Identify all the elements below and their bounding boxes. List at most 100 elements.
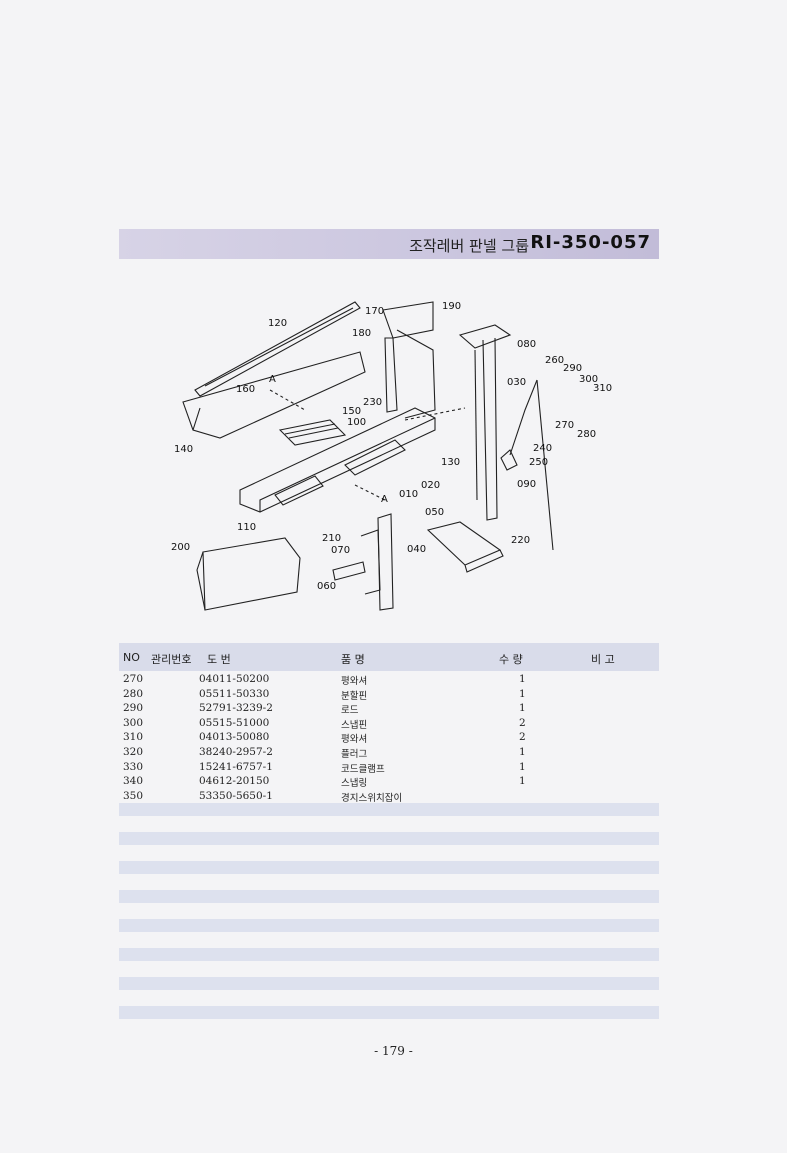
callout-130: 130	[441, 457, 460, 468]
row-drawing-number: 52791-3239-2	[199, 702, 273, 715]
callout-labels: 120 170 190 180 080 260 290 300 310 030 …	[171, 301, 612, 592]
row-no: 280	[123, 687, 144, 700]
callout-040: 040	[407, 544, 426, 555]
row-part-name: 평와셔	[341, 734, 368, 746]
parts-table-header: NO 관리번호 도 번 품 명 수 량 비 고	[119, 643, 659, 671]
row-no: 310	[123, 731, 144, 744]
callout-280: 280	[577, 429, 596, 440]
row-no: 340	[123, 775, 144, 788]
callout-020: 020	[421, 480, 440, 491]
empty-row-stripe	[119, 861, 659, 874]
callout-150: 150	[342, 406, 361, 417]
row-no: 270	[123, 673, 144, 685]
page-number: - 179 -	[374, 1044, 413, 1058]
header-remarks: 비 고	[591, 653, 615, 666]
row-quantity: 1	[519, 702, 526, 715]
row-drawing-number: 05515-51000	[199, 716, 270, 729]
title-bar: 조작레버 판넬 그룹 RI-350-057	[119, 229, 659, 259]
row-drawing-number: 15241-6757-1	[199, 760, 273, 773]
group-title: 조작레버 판넬 그룹	[409, 237, 529, 255]
parts-drawing: 120 170 190 180 080 260 290 300 310 030 …	[171, 301, 612, 611]
empty-row-stripe	[119, 803, 659, 816]
empty-row-stripe	[119, 890, 659, 903]
row-drawing-number: 04013-50080	[199, 731, 270, 744]
table-row: 290 52791-3239-2 로드 1	[119, 702, 659, 717]
callout-010: 010	[399, 489, 418, 500]
callout-240: 240	[533, 443, 552, 454]
callout-170: 170	[365, 306, 384, 317]
group-code: RI-350-057	[530, 232, 651, 253]
callout-260: 260	[545, 355, 564, 366]
row-drawing-number: 38240-2957-2	[199, 745, 273, 758]
callout-120: 120	[268, 318, 287, 329]
callout-190: 190	[442, 301, 461, 312]
callout-300: 300	[579, 374, 598, 385]
callout-270: 270	[555, 420, 574, 431]
row-part-name: 스냅핀	[341, 719, 368, 731]
row-quantity: 2	[519, 716, 526, 729]
row-drawing-number: 53350-5650-1	[199, 789, 273, 802]
callout-080: 080	[517, 339, 536, 350]
header-part-name: 품 명	[341, 653, 365, 666]
row-no: 330	[123, 760, 144, 773]
row-quantity: 1	[519, 687, 526, 700]
exploded-parts-diagram: 120 170 190 180 080 260 290 300 310 030 …	[165, 290, 625, 620]
table-row: 340 04612-20150 스냅링 1	[119, 775, 659, 790]
row-no: 320	[123, 745, 144, 758]
callout-A-upper: A	[269, 374, 276, 385]
row-drawing-number: 04612-20150	[199, 775, 270, 788]
table-row: 330 15241-6757-1 코드클램프 1	[119, 761, 659, 776]
callout-180: 180	[352, 328, 371, 339]
callout-090: 090	[517, 479, 536, 490]
part-outlines	[182, 301, 554, 611]
row-no: 300	[123, 716, 144, 729]
row-no: 350	[123, 789, 144, 802]
header-quantity: 수 량	[499, 653, 523, 666]
empty-row-stripe	[119, 919, 659, 932]
table-row: 300 05515-51000 스냅핀 2	[119, 717, 659, 732]
callout-160: 160	[236, 384, 255, 395]
header-no: NO	[123, 651, 140, 664]
callout-220: 220	[511, 535, 530, 546]
table-row: 280 05511-50330 분할핀 1	[119, 688, 659, 703]
callout-050: 050	[425, 507, 444, 518]
row-quantity: 1	[519, 673, 526, 685]
row-quantity: 1	[519, 775, 526, 788]
callout-100: 100	[347, 417, 366, 428]
row-quantity: 1	[519, 760, 526, 773]
callout-060: 060	[317, 581, 336, 592]
callout-A-lower: A	[381, 494, 388, 505]
row-part-name: 코드클램프	[341, 763, 385, 775]
callout-110: 110	[237, 522, 256, 533]
empty-row-stripe	[119, 1006, 659, 1019]
row-part-name: 플러그	[341, 748, 368, 760]
header-drawing-number: 도 번	[207, 653, 231, 666]
row-part-name: 평와셔	[341, 676, 368, 687]
table-row: 270 04011-50200 평와셔 1	[119, 673, 659, 688]
row-drawing-number: 04011-50200	[199, 673, 270, 685]
table-row: 310 04013-50080 평와셔 2	[119, 731, 659, 746]
callout-140: 140	[174, 444, 193, 455]
row-drawing-number: 05511-50330	[199, 687, 270, 700]
row-quantity: 2	[519, 731, 526, 744]
callout-250: 250	[529, 457, 548, 468]
row-part-name: 스냅링	[341, 778, 368, 790]
callout-290: 290	[563, 363, 582, 374]
empty-row-stripe	[119, 832, 659, 845]
callout-030: 030	[507, 377, 526, 388]
empty-row-stripe	[119, 948, 659, 961]
header-mgmt-number: 관리번호	[151, 653, 192, 666]
callout-200: 200	[171, 542, 190, 553]
empty-row-stripe	[119, 977, 659, 990]
callout-310: 310	[593, 383, 612, 394]
parts-table-body: 270 04011-50200 평와셔 1 280 05511-50330 분할…	[119, 673, 659, 804]
callout-070: 070	[331, 545, 350, 556]
callout-230: 230	[363, 397, 382, 408]
table-row: 350 53350-5650-1 경지스위치잡이	[119, 790, 659, 805]
row-quantity: 1	[519, 745, 526, 758]
row-part-name: 경지스위치잡이	[341, 792, 403, 804]
row-no: 290	[123, 702, 144, 715]
callout-210: 210	[322, 533, 341, 544]
row-part-name: 로드	[341, 705, 359, 717]
